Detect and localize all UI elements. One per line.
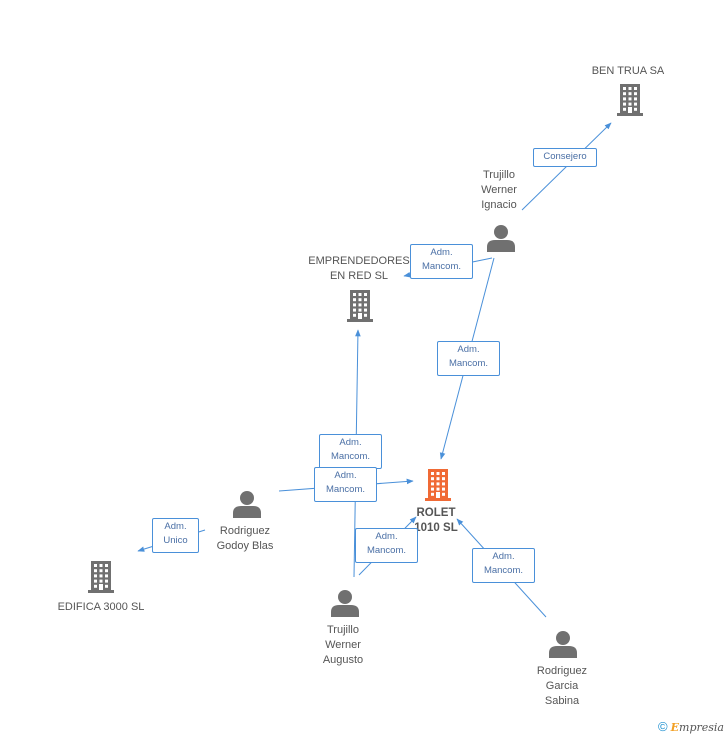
company-label-edifica[interactable]: EDIFICA 3000 SL — [57, 601, 145, 613]
edge-label-adm-unico[interactable]: Adm. Unico — [152, 518, 199, 553]
person-icon-rodriguez_godoy[interactable] — [233, 491, 261, 518]
empresia-watermark: ©Empresia — [658, 719, 724, 734]
person-label-trujillo-augusto[interactable]: Trujillo Werner Augusto — [322, 624, 364, 666]
copyright-icon: © — [658, 719, 668, 734]
person-label-rodriguez-godoy[interactable]: Rodriguez Godoy Blas — [216, 525, 274, 552]
person-icon-trujillo_augusto[interactable] — [331, 590, 359, 617]
person-label-trujillo-ignacio[interactable]: Trujillo Werner Ignacio — [481, 169, 517, 211]
edge-label-adm-mancom-ignacio-emprendedores[interactable]: Adm. Mancom. — [410, 244, 473, 279]
company-label-ben-trua[interactable]: BEN TRUA SA — [591, 65, 665, 77]
building-icon-rolet[interactable] — [425, 469, 451, 501]
edge-label-adm-mancom-augusto-rolet[interactable]: Adm. Mancom. — [355, 528, 418, 563]
company-label-rolet[interactable]: ROLET 1010 SL — [414, 507, 458, 534]
edge-label-adm-mancom-garcia-rolet[interactable]: Adm. Mancom. — [472, 548, 535, 583]
person-label-rodriguez-garcia[interactable]: Rodriguez Garcia Sabina — [536, 665, 588, 707]
edge-label-consejero[interactable]: Consejero — [533, 148, 597, 167]
company-label-emprendedores[interactable]: EMPRENDEDORES EN RED SL — [308, 255, 410, 282]
person-icon-trujillo_ignacio[interactable] — [487, 225, 515, 252]
building-icon-ben_trua[interactable] — [617, 84, 643, 116]
edge-label-adm-mancom-godoy-rolet[interactable]: Adm. Mancom. — [314, 467, 377, 502]
edge-label-adm-mancom-augusto-emprendedores[interactable]: Adm. Mancom. — [319, 434, 382, 469]
building-icon-emprendedores[interactable] — [347, 290, 373, 322]
building-icon-edifica[interactable] — [88, 561, 114, 593]
brand-logo: Empresia — [670, 721, 724, 734]
edge-label-adm-mancom-ignacio-rolet[interactable]: Adm. Mancom. — [437, 341, 500, 376]
person-icon-rodriguez_garcia[interactable] — [549, 631, 577, 658]
